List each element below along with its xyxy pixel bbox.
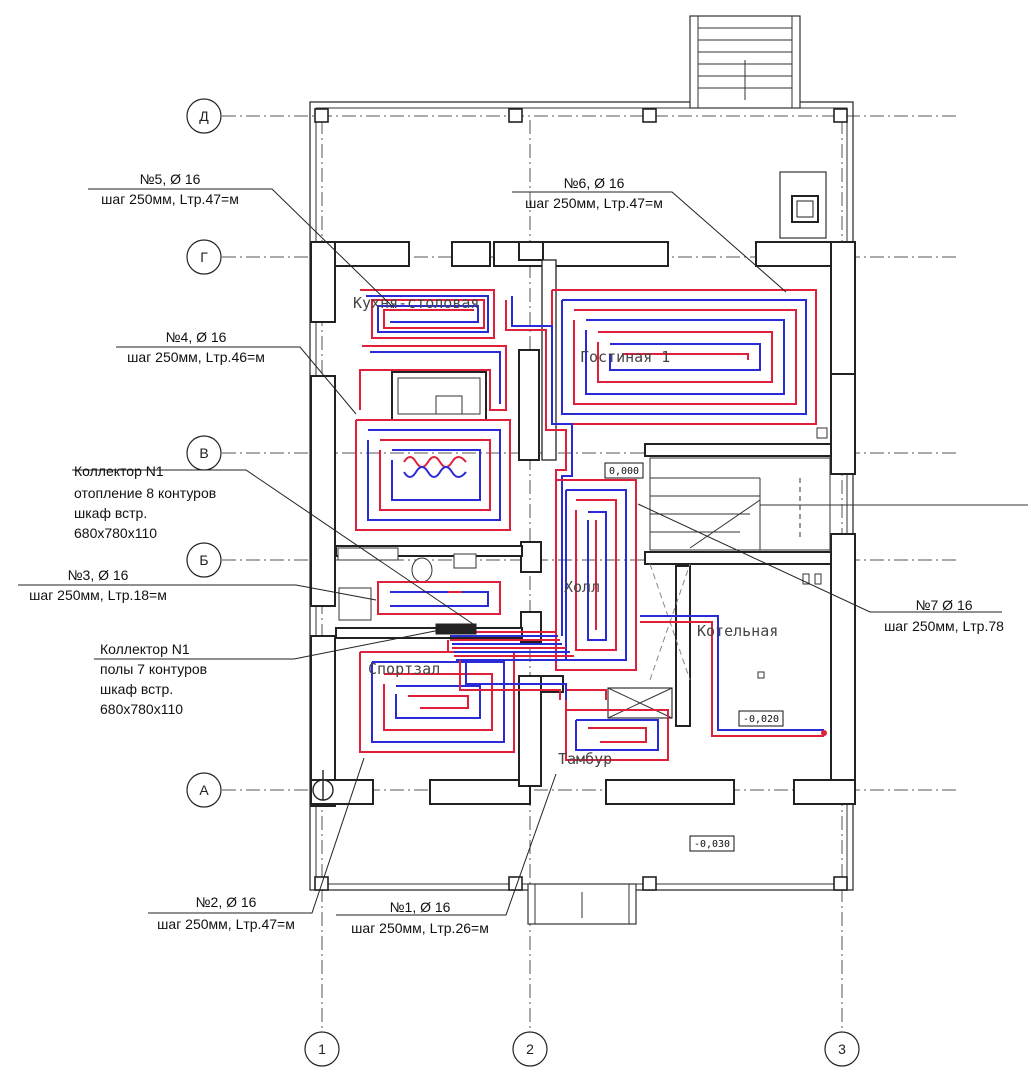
chimney [779,171,827,239]
room-label-vestibule: Тамбур [558,750,612,768]
callout-loop-7: №7 Ø 16 шаг 250мм, Lтр.78 [884,597,1004,634]
svg-text:Коллектор N1: Коллектор N1 [100,641,190,657]
entry-stair-bottom [527,883,637,925]
room-label-hall: Холл [564,578,600,596]
svg-text:№4, Ø 16: №4, Ø 16 [166,329,227,345]
bathroom-fixtures [337,547,477,621]
entry-stair-top [689,15,801,109]
svg-text:№1, Ø 16: №1, Ø 16 [390,899,451,915]
axis-bubble-3: 3 [824,1031,860,1067]
svg-text:А: А [199,782,209,798]
svg-text:Д: Д [199,108,209,124]
axis-bubble-Д: Д [186,98,222,134]
room-label-living: Гостиная 1 [580,348,670,366]
walls [310,241,856,807]
svg-text:шаг 250мм, Lтр.78: шаг 250мм, Lтр.78 [884,618,1004,634]
callout-loop-1: №1, Ø 16 шаг 250мм, Lтр.26=м [351,899,489,936]
room-label-gym: Спортзал [368,660,440,678]
axis-bubble-В: В [186,435,222,471]
svg-text:отопление 8 контуров: отопление 8 контуров [74,485,216,501]
svg-text:0,000: 0,000 [609,466,639,477]
svg-text:-0,030: -0,030 [694,839,730,850]
axis-bubble-1: 1 [304,1031,340,1067]
boiler-equipment [607,427,828,719]
room-label-kitchen: Кухня-столовая [353,294,479,312]
svg-text:680х780х110: 680х780х110 [100,701,183,717]
callout-collector-heating: Коллектор N1 отопление 8 контуров шкаф в… [74,463,216,541]
svg-text:В: В [199,445,208,461]
room-label-boiler: Котельная [697,622,778,640]
svg-text:2: 2 [526,1041,534,1057]
callout-loop-3: №3, Ø 16 шаг 250мм, Lтр.18=м [29,567,167,603]
level-mark-1: -0,020 [738,710,784,727]
level-mark-2: -0,030 [689,835,735,852]
svg-text:шкаф встр.: шкаф встр. [74,505,147,521]
svg-text:Б: Б [199,552,208,568]
axis-bubble-2: 2 [512,1031,548,1067]
svg-text:№5, Ø 16: №5, Ø 16 [140,171,201,187]
svg-text:шкаф встр.: шкаф встр. [100,681,173,697]
leader-lines [18,188,1002,916]
svg-text:Г: Г [200,249,208,265]
svg-text:№3, Ø 16: №3, Ø 16 [68,567,129,583]
kitchen-counter [391,371,487,421]
callout-loop-5: №5, Ø 16 шаг 250мм, Lтр.47=м [101,171,239,207]
svg-text:шаг 250мм, Lтр.47=м: шаг 250мм, Lтр.47=м [525,195,663,211]
callout-collector-floors: Коллектор N1 полы 7 контуров шкаф встр. … [100,641,207,717]
svg-text:шаг 250мм, Lтр.46=м: шаг 250мм, Lтр.46=м [127,349,265,365]
svg-text:№6, Ø 16: №6, Ø 16 [564,175,625,191]
svg-text:полы 7 контуров: полы 7 контуров [100,661,207,677]
axis-bubble-Б: Б [186,542,222,578]
axis-bubble-Г: Г [186,239,222,275]
svg-text:№7 Ø 16: №7 Ø 16 [915,597,972,613]
svg-text:№2, Ø 16: №2, Ø 16 [196,894,257,910]
callout-loop-6: №6, Ø 16 шаг 250мм, Lтр.47=м [525,175,663,211]
svg-text:1: 1 [318,1041,326,1057]
level-mark-0: 0,000 [604,462,644,479]
svg-text:Коллектор N1: Коллектор N1 [74,463,164,479]
heating-loops [355,289,827,761]
riser-symbol [312,770,334,801]
svg-text:шаг 250мм, Lтр.26=м: шаг 250мм, Lтр.26=м [351,920,489,936]
svg-text:шаг 250мм, Lтр.47=м: шаг 250мм, Lтр.47=м [101,191,239,207]
svg-text:шаг 250мм, Lтр.18=м: шаг 250мм, Lтр.18=м [29,587,167,603]
callout-loop-2: №2, Ø 16 шаг 250мм, Lтр.47=м [157,894,295,932]
svg-text:3: 3 [838,1041,846,1057]
interior-staircase [649,457,1028,681]
svg-text:-0,020: -0,020 [743,714,779,725]
svg-text:шаг 250мм, Lтр.47=м: шаг 250мм, Lтр.47=м [157,916,295,932]
callout-loop-4: №4, Ø 16 шаг 250мм, Lтр.46=м [127,329,265,365]
svg-text:680х780х110: 680х780х110 [74,525,157,541]
axis-bubble-А: А [186,772,222,808]
